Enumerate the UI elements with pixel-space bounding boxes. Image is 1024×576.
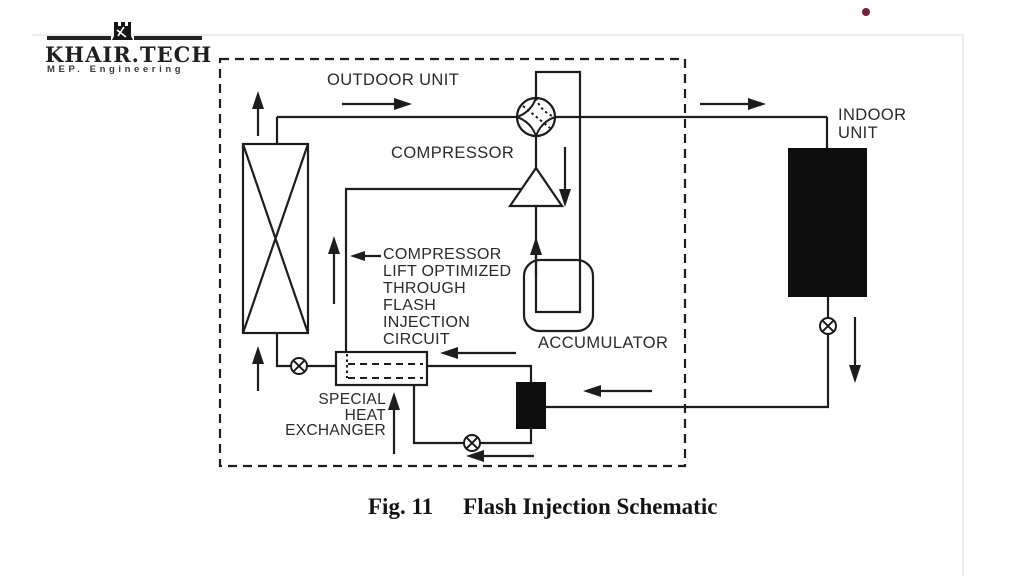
- flow-arrow-indoor-down: [849, 317, 861, 383]
- flow-arrow-into-hx-left: [440, 347, 516, 359]
- record-dot-icon: [862, 8, 870, 16]
- logo-tagline-text: MEP. Engineering: [47, 64, 185, 75]
- compressor-symbol: [507, 166, 565, 208]
- special-heat-exchanger-symbol: [334, 350, 429, 387]
- flow-arrow-bottom-left: [466, 450, 534, 462]
- flow-arrow-to-indoor: [700, 98, 766, 110]
- logo-rule-left: [47, 36, 111, 40]
- flow-arrow-outdoor-top: [342, 98, 412, 110]
- outdoor-unit-boundary: [218, 57, 687, 468]
- flow-arrow-injection-up: [328, 236, 340, 304]
- flow-arrow-coil-bottom-up: [252, 346, 264, 391]
- expansion-valve-outdoor: [290, 357, 308, 375]
- flow-arrow-return-left: [583, 385, 652, 397]
- accumulator-label: ACCUMULATOR: [538, 334, 669, 352]
- flow-arrow-hx-bottom-up: [388, 392, 400, 454]
- flash-injection-note: COMPRESSOR LIFT OPTIMIZED THROUGH FLASH …: [383, 246, 512, 348]
- expansion-valve-bottom: [463, 434, 481, 452]
- indoor-coil: [788, 148, 867, 297]
- flow-arrow-discharge-down: [559, 147, 571, 207]
- flow-arrow-coil-top-up: [252, 91, 264, 136]
- figure-title: Flash Injection Schematic: [463, 494, 718, 519]
- flash-tank-component: [516, 382, 546, 429]
- slide-right-edge: [962, 34, 964, 576]
- figure-caption: Fig. 11 Flash Injection Schematic: [368, 494, 717, 520]
- logo-brand-text: KHAIR.TECH: [45, 42, 213, 67]
- slide-top-edge: [32, 34, 963, 36]
- four-way-valve: [515, 96, 557, 138]
- outdoor-coil: [241, 142, 310, 335]
- figure-number: Fig. 11: [368, 494, 434, 519]
- logo-rule-right: [134, 36, 202, 40]
- note-pointer-arrow: [350, 251, 381, 261]
- special-heat-exchanger-label: SPECIAL HEAT EXCHANGER: [285, 391, 386, 439]
- castle-icon: [112, 22, 133, 40]
- expansion-valve-indoor: [819, 317, 837, 335]
- indoor-unit-label: INDOOR UNIT: [838, 106, 907, 142]
- outdoor-unit-label: OUTDOOR UNIT: [327, 71, 460, 89]
- flow-arrow-suction-up: [530, 237, 542, 278]
- compressor-label: COMPRESSOR: [391, 144, 515, 162]
- accumulator-symbol: [522, 258, 595, 333]
